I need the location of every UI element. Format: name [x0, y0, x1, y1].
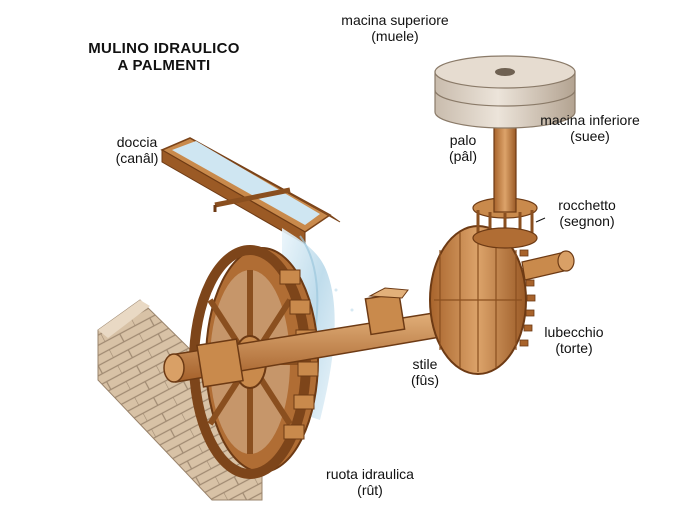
macina-millstones — [434, 55, 576, 129]
ruota-idraulica-local: (rût) — [357, 482, 383, 498]
lubecchio-gear — [429, 225, 536, 375]
rocchetto-local: (segnon) — [559, 213, 615, 229]
right-axle — [521, 250, 575, 281]
title-line-1: MULINO IDRAULICO — [88, 40, 240, 57]
diagram-title: MULINO IDRAULICO A PALMENTI — [78, 40, 250, 74]
label-doccia: doccia (canâl) — [104, 134, 170, 166]
macina-inferiore-name: macina inferiore — [540, 112, 640, 128]
doccia-channel — [160, 137, 341, 245]
rocchetto-pinion — [472, 197, 538, 249]
macina-superiore-name: macina superiore — [341, 12, 449, 28]
lubecchio-name: lubecchio — [544, 324, 604, 340]
label-ruota-idraulica: ruota idraulica (rût) — [310, 466, 430, 498]
rocchetto-leader — [535, 217, 546, 223]
ruota-idraulica-wheel — [189, 245, 319, 479]
label-stile: stile (fûs) — [400, 356, 450, 388]
stile-local: (fûs) — [411, 372, 439, 388]
rocchetto-name: rocchetto — [558, 197, 616, 213]
stile-shaft — [163, 287, 447, 388]
label-rocchetto: rocchetto (segnon) — [544, 197, 630, 229]
palo-local: (pâl) — [448, 148, 477, 164]
label-lubecchio: lubecchio (torte) — [528, 324, 620, 356]
doccia-local: (canâl) — [115, 150, 159, 166]
label-palo: palo (pâl) — [438, 132, 488, 164]
label-macina-superiore: macina superiore (muele) — [330, 12, 460, 44]
label-macina-inferiore: macina inferiore (suee) — [528, 112, 652, 144]
lubecchio-local: (torte) — [555, 340, 593, 356]
ruota-idraulica-name: ruota idraulica — [326, 466, 414, 482]
palo-name: palo — [449, 132, 477, 148]
doccia-name: doccia — [116, 134, 158, 150]
macina-inferiore-local: (suee) — [570, 128, 610, 144]
stile-name: stile — [412, 356, 438, 372]
macina-superiore-local: (muele) — [371, 28, 419, 44]
title-line-2: A PALMENTI — [117, 57, 211, 74]
